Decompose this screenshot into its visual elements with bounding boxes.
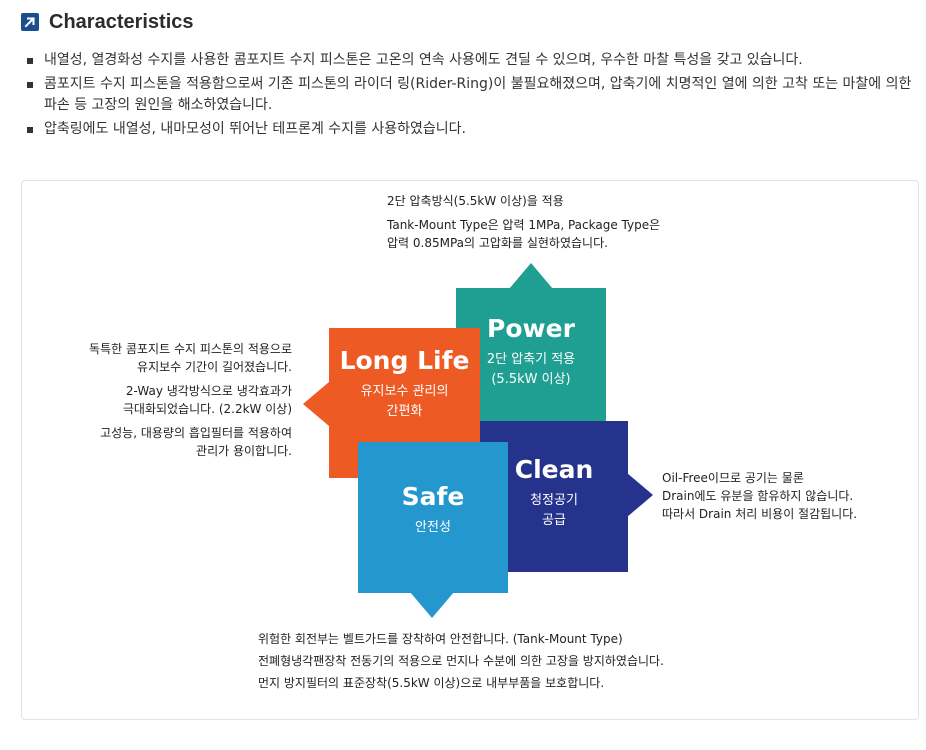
- description-line: Tank-Mount Type은 압력 1MPa, Package Type은: [387, 218, 661, 232]
- section-header: Characteristics: [21, 8, 194, 36]
- safe-description: 위험한 회전부는 벨트가드를 장착하여 안전합니다. (Tank-Mount T…: [258, 628, 738, 694]
- clean-subtitle-line: 청정공기: [530, 493, 578, 508]
- section-title: Characteristics: [49, 10, 194, 33]
- description-line: 유지보수 기간이 길어졌습니다.: [137, 360, 292, 374]
- description-line: 전폐형냉각팬장착 전동기의 적용으로 먼지나 수분에 의한 고장을 방지하였습니…: [258, 654, 664, 668]
- description-line: 먼지 방지필터의 표준장착(5.5kW 이상)으로 내부부품을 보호합니다.: [258, 676, 605, 690]
- description-line: 압력 0.85MPa의 고압화를 실현하였습니다.: [387, 236, 608, 250]
- clean-subtitle: 청정공기 공급: [480, 491, 628, 531]
- description-line: 고성능, 대용량의 흡입필터를 적용하여: [100, 426, 292, 440]
- description-line: 위험한 회전부는 벨트가드를 장착하여 안전합니다. (Tank-Mount T…: [258, 632, 623, 646]
- clean-heading: Clean: [514, 455, 594, 484]
- clean-description: Oil-Free이므로 공기는 물론 Drain에도 유분을 함유하지 않습니다…: [662, 469, 902, 523]
- long-life-subtitle: 유지보수 관리의 간편화: [329, 382, 480, 422]
- description-line: 관리가 용이합니다.: [196, 444, 292, 458]
- list-item: 콤포지트 수지 피스톤을 적용함으로써 기존 피스톤의 라이더 링(Rider-…: [24, 74, 914, 116]
- long-life-subtitle-line: 유지보수 관리의: [360, 384, 449, 399]
- description-line: Oil-Free이므로 공기는 물론: [662, 471, 804, 485]
- safe-square: Safe 안전성: [358, 442, 508, 593]
- clean-subtitle-line: 공급: [542, 513, 566, 528]
- power-subtitle: 2단 압축기 적용 (5.5kW 이상): [456, 350, 606, 390]
- power-description: 2단 압축방식(5.5kW 이상)을 적용 Tank-Mount Type은 압…: [387, 192, 707, 252]
- safe-pointer: [410, 592, 454, 618]
- description-line: 극대화되었습니다. (2.2kW 이상): [122, 402, 292, 416]
- description-line: Drain에도 유분을 함유하지 않습니다.: [662, 489, 854, 503]
- power-square: Power 2단 압축기 적용 (5.5kW 이상): [456, 288, 606, 421]
- description-line: 따라서 Drain 처리 비용이 절감됩니다.: [662, 507, 858, 521]
- list-item: 내열성, 열경화성 수지를 사용한 콤포지트 수지 피스톤은 고온의 연속 사용…: [24, 50, 914, 71]
- safe-subtitle: 안전성: [358, 518, 508, 538]
- description-line: 2-Way 냉각방식으로 냉각효과가: [125, 384, 292, 398]
- long-life-pointer: [303, 382, 329, 426]
- safe-heading: Safe: [401, 482, 465, 511]
- safe-subtitle-line: 안전성: [415, 520, 451, 535]
- arrow-up-right-icon: [21, 13, 39, 31]
- list-item: 압축링에도 내열성, 내마모성이 뛰어난 테프론계 수지를 사용하였습니다.: [24, 119, 914, 140]
- power-subtitle-line: (5.5kW 이상): [491, 372, 571, 387]
- power-subtitle-line: 2단 압축기 적용: [486, 352, 576, 367]
- long-life-subtitle-line: 간편화: [386, 404, 423, 419]
- long-life-heading: Long Life: [339, 346, 470, 375]
- description-line: 2단 압축방식(5.5kW 이상)을 적용: [387, 194, 564, 208]
- clean-pointer: [627, 473, 653, 517]
- feature-list: 내열성, 열경화성 수지를 사용한 콤포지트 수지 피스톤은 고온의 연속 사용…: [24, 50, 914, 143]
- power-heading: Power: [487, 314, 575, 343]
- characteristics-diagram-panel: [21, 180, 919, 720]
- power-pointer: [509, 263, 553, 289]
- description-line: 독특한 콤포지트 수지 피스톤의 적용으로: [89, 342, 292, 356]
- long-life-description: 독특한 콤포지트 수지 피스톤의 적용으로 유지보수 기간이 길어졌습니다. 2…: [40, 340, 292, 460]
